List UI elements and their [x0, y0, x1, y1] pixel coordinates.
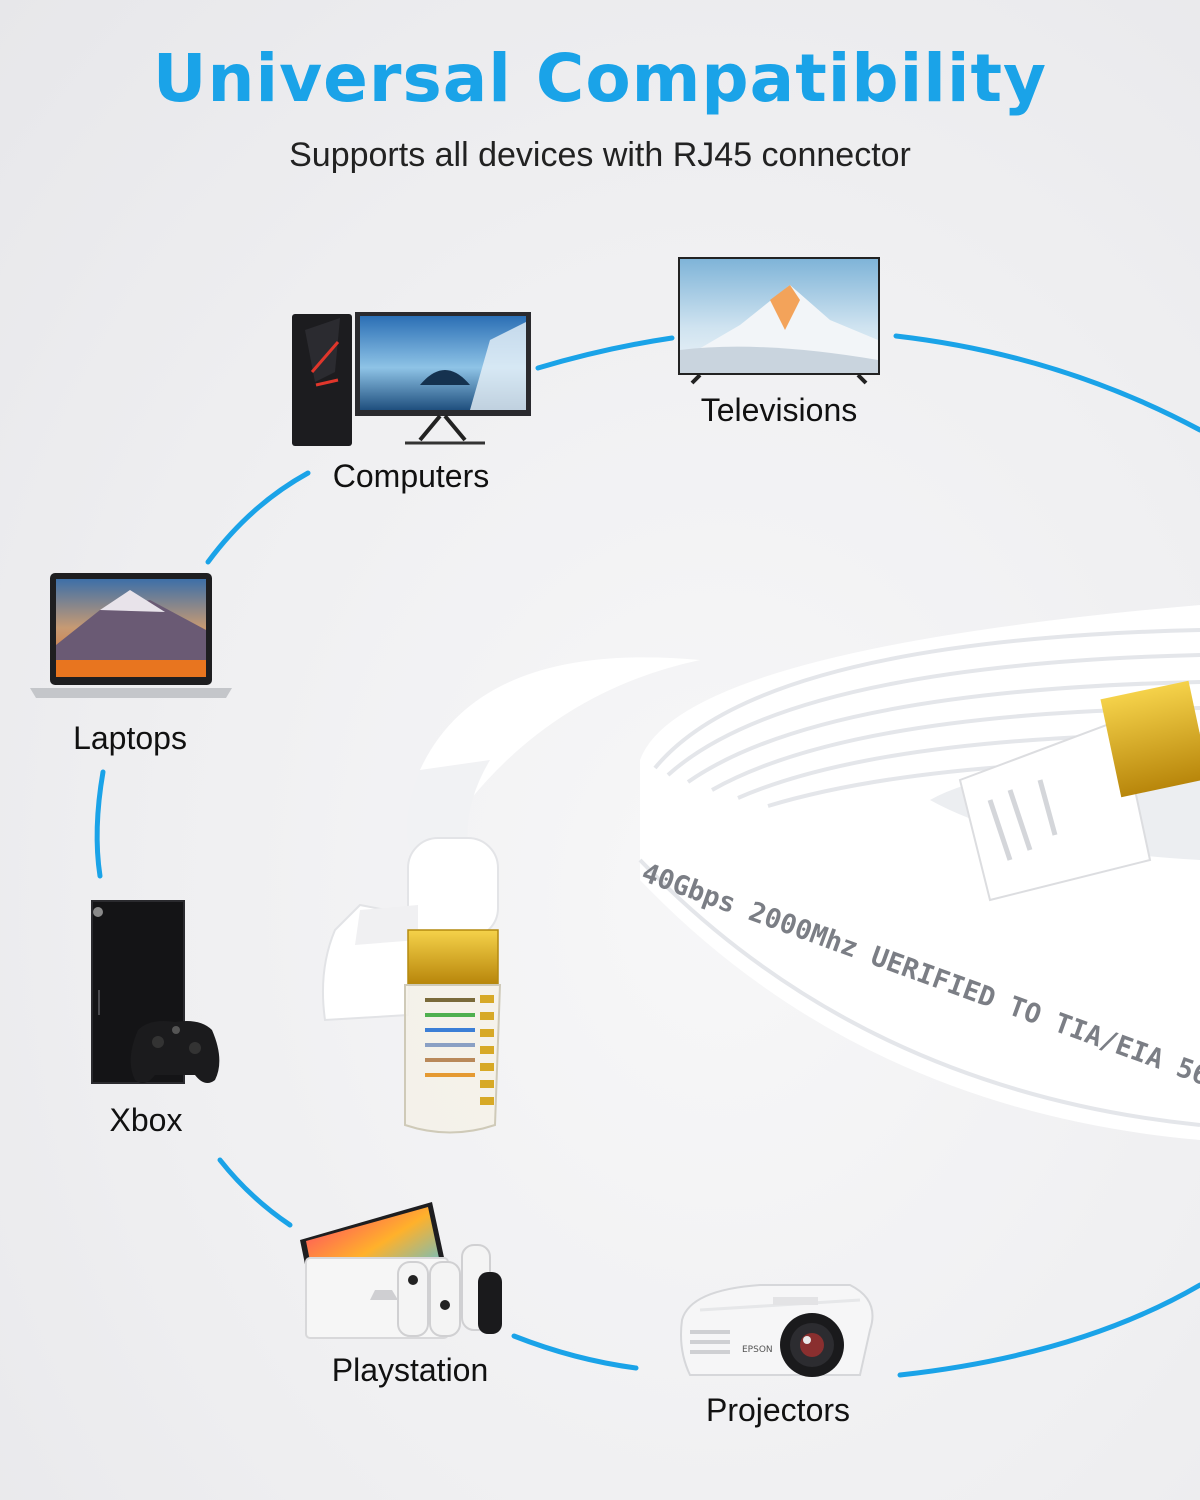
- arc-playstation-projectors: [511, 1333, 639, 1371]
- arc-xbox-playstation: [217, 1157, 293, 1228]
- device-label-projectors: Projectors: [705, 1392, 851, 1428]
- arc-computers-televisions: [535, 335, 675, 371]
- television-icon: [678, 257, 880, 385]
- device-label-televisions: Televisions: [700, 392, 858, 428]
- rj45-connector-front: [321, 837, 502, 1134]
- arc-laptops-xbox: [94, 769, 106, 879]
- arc-laptops-computers: [205, 470, 311, 565]
- svg-text:EPSON: EPSON: [742, 1345, 773, 1355]
- device-label-computers: Computers: [332, 458, 490, 494]
- laptop-icon: [30, 573, 232, 698]
- game-console-icon: [300, 1202, 502, 1339]
- computer-icon: [292, 312, 531, 446]
- xbox-icon: [91, 900, 220, 1084]
- device-label-playstation: Playstation: [331, 1352, 489, 1388]
- connection-arcs: [94, 333, 1200, 1378]
- arc-televisions-right: [893, 333, 1200, 433]
- projector-icon: EPSON: [680, 1284, 874, 1377]
- page-subtitle: Supports all devices with RJ45 connector: [289, 136, 911, 174]
- device-label-laptops: Laptops: [73, 720, 187, 756]
- page-title: Universal Compatibility: [152, 40, 1048, 117]
- device-label-xbox: Xbox: [109, 1102, 183, 1138]
- rj45-connector-right: [958, 680, 1200, 902]
- arc-projectors-right: [897, 1282, 1200, 1378]
